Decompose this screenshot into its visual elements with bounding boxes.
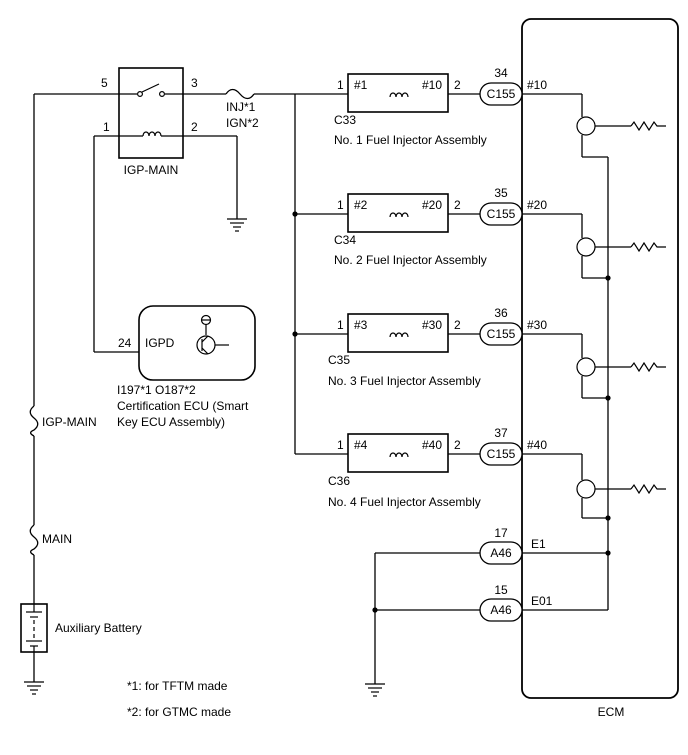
relay-pin-2: 2 <box>191 120 198 134</box>
injector-1-in-label: #1 <box>354 78 368 92</box>
injector-4-block <box>347 433 449 473</box>
injector-3-in-label: #3 <box>354 318 368 332</box>
injector-row-4 <box>295 433 666 519</box>
injector-4-ecm-pin: 37 <box>494 426 508 440</box>
note-2: *2: for GTMC made <box>127 705 231 719</box>
injector-1-connector: C33 <box>334 113 356 127</box>
injector-4-out-pin: 2 <box>454 438 461 452</box>
injector-3-out-label: #30 <box>422 318 442 332</box>
cert-ecu-code: I197*1 O187*2 <box>117 383 196 397</box>
injector-3-in-pin: 1 <box>337 318 344 332</box>
injector-2-ecm-pin: 35 <box>494 186 508 200</box>
main-fuse-icon <box>29 524 39 556</box>
injector-1-ecm-terminal: #10 <box>527 78 547 92</box>
injector-4-connector: C36 <box>328 474 350 488</box>
cert-ecu-name-1: Certification ECU (Smart <box>117 399 249 413</box>
injector-3-ecm-connector-label: C155 <box>487 327 516 341</box>
inj-fuse-label-2: IGN*2 <box>226 116 259 130</box>
relay-switch-icon <box>119 83 183 97</box>
injector-3-connector: C35 <box>328 353 350 367</box>
ecm-label: ECM <box>598 705 625 719</box>
relay-pin-5: 5 <box>101 76 108 90</box>
ground-terminal-e1 <box>375 541 608 565</box>
injector-4-ecm-connector-label: C155 <box>487 447 516 461</box>
injector-1-out-pin: 2 <box>454 78 461 92</box>
injector-4-name: No. 4 Fuel Injector Assembly <box>328 495 481 509</box>
injector-1-ecm-pin: 34 <box>494 66 508 80</box>
injector-2-out-label: #20 <box>422 198 442 212</box>
igp-main-fuse-label: IGP-MAIN <box>42 415 97 429</box>
relay-output-wire <box>183 88 295 100</box>
injector-2-name: No. 2 Fuel Injector Assembly <box>334 253 487 267</box>
cert-ecu-pin: 24 <box>118 336 132 350</box>
injector-row-2 <box>292 193 666 279</box>
e01-connector-label: A46 <box>490 603 512 617</box>
injector-1-name: No. 1 Fuel Injector Assembly <box>334 133 487 147</box>
injector-3-ecm-terminal: #30 <box>527 318 547 332</box>
left-supply-line <box>33 93 119 682</box>
relay-coil-icon <box>119 131 183 137</box>
relay-name: IGP-MAIN <box>124 163 179 177</box>
injector-1-ecm-connector-label: C155 <box>487 87 516 101</box>
injector-1-coil-icon <box>389 92 409 98</box>
e1-terminal: E1 <box>531 537 546 551</box>
ground-terminal-e01 <box>372 598 608 622</box>
injector-1-in-pin: 1 <box>337 78 344 92</box>
ecm-block <box>521 18 679 699</box>
note-1: *1: for TFTM made <box>127 679 228 693</box>
battery-icon <box>20 603 48 653</box>
injector-2-in-pin: 1 <box>337 198 344 212</box>
e1-pin: 17 <box>494 526 508 540</box>
e01-terminal: E01 <box>531 594 553 608</box>
injector-2-coil-icon <box>389 212 409 218</box>
ecm-ground-icon <box>365 553 385 697</box>
injector-3-coil-icon <box>389 332 409 338</box>
injector-4-coil-icon <box>389 452 409 458</box>
transistor-icon <box>196 314 229 355</box>
battery-label: Auxiliary Battery <box>55 621 142 635</box>
injector-row-1 <box>295 73 666 158</box>
relay-pin-3: 3 <box>191 76 198 90</box>
injector-2-in-label: #2 <box>354 198 368 212</box>
injector-2-out-pin: 2 <box>454 198 461 212</box>
inj-fuse-label-1: INJ*1 <box>226 100 256 114</box>
injector-4-in-label: #4 <box>354 438 368 452</box>
relay-ground-wire <box>183 135 247 232</box>
e1-connector-label: A46 <box>490 546 512 560</box>
cert-ecu-name-2: Key ECU Assembly) <box>117 415 225 429</box>
injector-2-connector: C34 <box>334 233 356 247</box>
main-fuse-label: MAIN <box>42 532 72 546</box>
igp-main-fuse-icon <box>29 405 39 437</box>
injector-1-out-label: #10 <box>422 78 442 92</box>
injector-row-3 <box>292 313 666 399</box>
injector-3-ecm-pin: 36 <box>494 306 508 320</box>
injector-4-in-pin: 1 <box>337 438 344 452</box>
injector-2-ecm-connector-label: C155 <box>487 207 516 221</box>
e01-pin: 15 <box>494 583 508 597</box>
igp-main-relay <box>118 67 184 159</box>
injector-2-ecm-terminal: #20 <box>527 198 547 212</box>
injector-3-name: No. 3 Fuel Injector Assembly <box>328 374 481 388</box>
relay-pin-1: 1 <box>103 120 110 134</box>
ground-icon <box>24 681 44 695</box>
cert-ecu-terminal: IGPD <box>145 336 175 350</box>
relay-coil-control-wire <box>93 135 139 353</box>
injector-4-ecm-terminal: #40 <box>527 438 547 452</box>
injector-4-out-label: #40 <box>422 438 442 452</box>
injector-3-out-pin: 2 <box>454 318 461 332</box>
